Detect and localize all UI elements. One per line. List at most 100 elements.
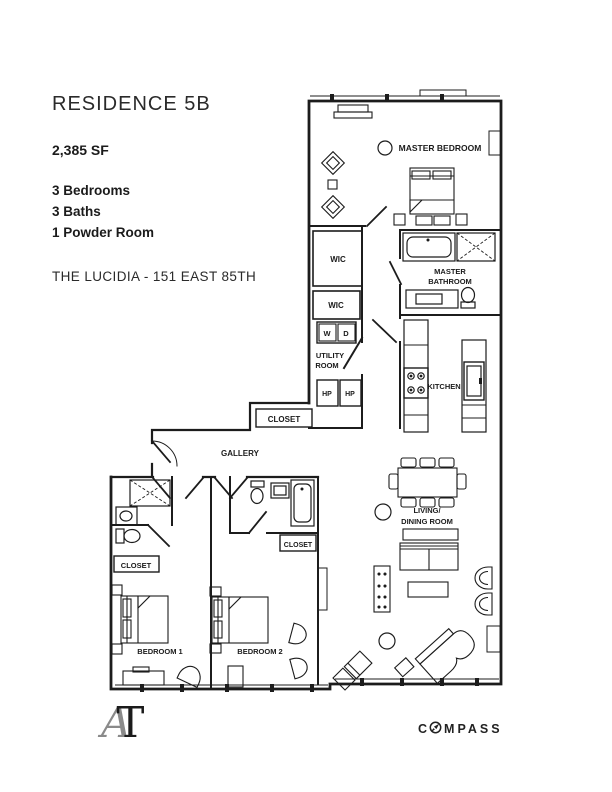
stove: [403, 367, 429, 399]
bed: [211, 596, 269, 644]
king-bed: [393, 167, 468, 226]
lounge-chair: [288, 622, 307, 645]
kitchen-fixtures: [403, 319, 487, 433]
accent-chair: [320, 150, 346, 176]
nightstand: [209, 643, 222, 654]
windows: [115, 89, 502, 692]
bed-bench: [433, 215, 451, 226]
room-labels: MASTER BEDROOM WIC WIC MASTER BATHROOM W…: [121, 143, 482, 656]
square-footage: 2,385 SF: [52, 142, 109, 158]
entry-door-arc: [151, 440, 178, 467]
closet-boxes: [113, 230, 363, 573]
room-label-wic-1: WIC: [330, 255, 346, 264]
monogram-letter-t: T: [116, 698, 145, 747]
dresser: [337, 104, 369, 113]
barrel-chair: [474, 592, 493, 616]
dresser-top: [132, 666, 150, 673]
bath1-fixtures: [115, 479, 171, 544]
bathtub: [290, 479, 315, 527]
living-dining-furniture: [332, 457, 493, 691]
wic2-box: [312, 290, 361, 320]
dryer-box: [337, 323, 356, 342]
room-label-closet-bedroom1: CLOSET: [121, 561, 152, 570]
ceiling-light: [377, 140, 393, 156]
faucet: [426, 238, 430, 242]
chair: [176, 665, 201, 689]
feature-baths: 3 Baths: [52, 204, 101, 219]
shower: [456, 232, 496, 262]
feature-powder: 1 Powder Room: [52, 225, 155, 240]
sofa: [399, 542, 459, 571]
nightstand: [111, 584, 123, 596]
accent-chair: [320, 194, 346, 220]
ceiling-light: [374, 503, 392, 521]
sink-vanity: [270, 482, 290, 499]
room-label-hp-1: HP: [322, 391, 332, 398]
dresser: [122, 670, 165, 686]
console-table: [402, 528, 459, 541]
bookshelf: [373, 565, 391, 613]
room-label-bedroom-2: BEDROOM 2: [237, 647, 282, 656]
dresser-base: [333, 111, 373, 119]
dresser: [227, 665, 244, 688]
ceiling-light: [378, 632, 396, 650]
dining-table-set: [388, 457, 467, 508]
room-label-closet-gallery: CLOSET: [268, 415, 301, 424]
room-label-dryer: D: [343, 329, 349, 338]
nightstand: [111, 643, 123, 655]
barrel-chair: [474, 566, 493, 590]
bed-bench: [415, 215, 433, 226]
room-label-utility-2: ROOM: [315, 361, 338, 370]
monogram-letter-a: A: [101, 698, 132, 747]
room-label-master-bath-1: MASTER: [434, 267, 466, 276]
compass-letters-mpass: MPASS: [444, 722, 503, 736]
washer-box: [318, 323, 337, 342]
compass-o-icon: [429, 721, 442, 737]
room-label-kitchen: KITCHEN: [427, 382, 460, 391]
bedroom1-closet-box: [113, 555, 160, 573]
wic1-box: [312, 230, 363, 287]
master-bedroom-furniture: [320, 104, 468, 226]
room-label-wic-2: WIC: [328, 301, 344, 310]
refrigerator: [463, 361, 485, 401]
nightstand: [393, 213, 406, 226]
toilet: [115, 528, 141, 544]
listing-header: RESIDENCE 5B 2,385 SF 3 Bedrooms 3 Baths…: [52, 93, 256, 284]
bedroom2-furniture: [209, 586, 308, 688]
room-label-living-2: DINING ROOM: [401, 517, 453, 526]
window-mullion-ticks: [140, 94, 479, 692]
room-label-closet-bedroom2: CLOSET: [284, 542, 313, 549]
toilet: [460, 286, 476, 309]
nightstand: [209, 586, 222, 597]
hp1-box: [316, 379, 339, 407]
shower: [129, 479, 171, 507]
vanity: [405, 289, 459, 309]
bath2-fixtures: [250, 479, 315, 527]
compass-letter-c: C: [418, 722, 431, 736]
vanity-sink: [415, 293, 443, 305]
gallery-closet-box: [255, 408, 313, 428]
sink-vanity: [115, 506, 138, 526]
grand-piano: [393, 627, 475, 685]
room-label-master-bath-2: BATHROOM: [428, 277, 472, 286]
chaise-lounge: [332, 650, 373, 691]
building-name: THE LUCIDIA - 151 EAST 85TH: [52, 269, 257, 284]
nightstand: [455, 213, 468, 226]
room-label-washer: W: [323, 329, 331, 338]
room-label-utility-1: UTILITY: [316, 351, 344, 360]
bed: [120, 595, 169, 644]
room-label-bedroom-1: BEDROOM 1: [137, 647, 182, 656]
room-label-gallery: GALLERY: [221, 449, 260, 458]
compass-logo: C MPASS: [418, 721, 503, 737]
room-label-master-bedroom: MASTER BEDROOM: [399, 143, 482, 153]
side-table: [327, 179, 338, 190]
wd-box: [316, 321, 357, 344]
bathtub: [402, 232, 456, 262]
kitchen-counter-right: [461, 339, 487, 433]
room-label-living-1: LIVING/: [413, 506, 441, 515]
exterior-walls: [109, 99, 503, 691]
hp2-box: [339, 379, 362, 407]
bathtub-basin: [406, 236, 452, 258]
bedroom2-closet-box: [279, 534, 317, 552]
